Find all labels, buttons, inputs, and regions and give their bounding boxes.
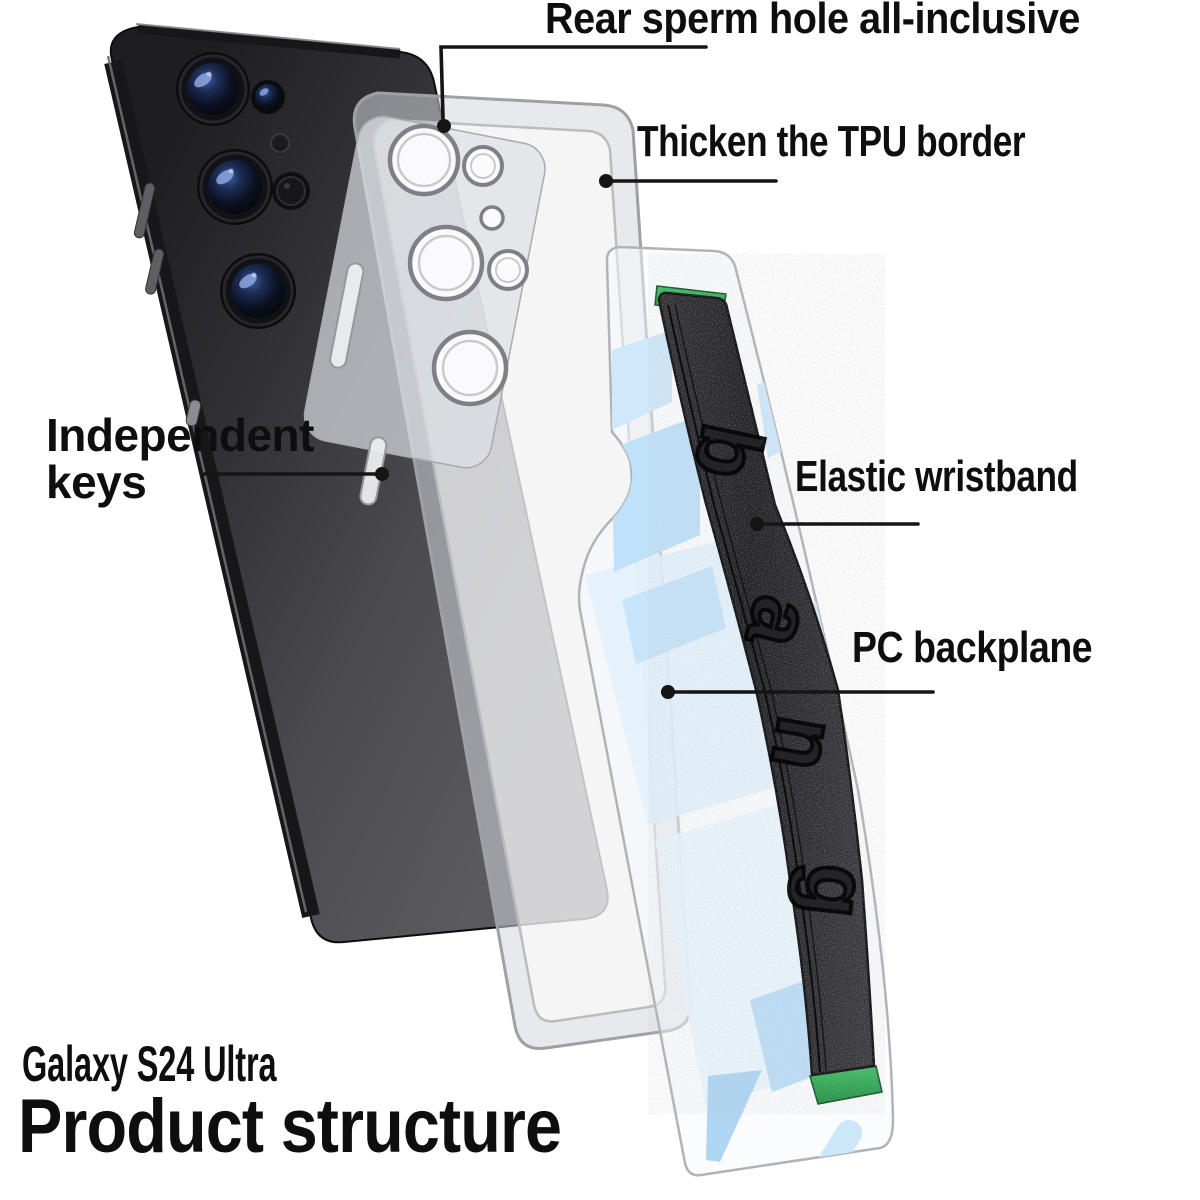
case-camera-ring-4 xyxy=(487,249,529,291)
callout-line-rear-camera-hole xyxy=(439,45,708,120)
product-model-text: Galaxy S24 Ultra xyxy=(22,1036,277,1092)
camera-lens-large-3 xyxy=(220,253,296,329)
camera-flash xyxy=(270,133,290,153)
page-title: Product structure xyxy=(18,1084,562,1169)
case-camera-ring-1 xyxy=(387,123,461,197)
callout-dot-tpu-border xyxy=(599,174,613,188)
case-volume-key xyxy=(329,262,365,369)
case-flash-ring xyxy=(479,205,505,231)
camera-lens-large-1 xyxy=(176,52,250,126)
strap-embossed-letter-4: g xyxy=(786,860,887,922)
callout-dot-rear-camera-hole xyxy=(437,119,451,133)
strap-embossed-letter-1: b xyxy=(675,416,780,487)
phone-left-edge-highlight xyxy=(106,55,308,913)
callout-label-tpu-border: Thicken the TPU border xyxy=(637,117,1026,166)
wrist-strap-render: b a n g xyxy=(654,285,889,1105)
callout-dot-pc-backplane xyxy=(661,685,675,699)
phone-top-frame xyxy=(137,24,401,59)
phone-side-key-1 xyxy=(133,182,156,239)
callout-label-rear-camera-hole: Rear sperm hole all-inclusive xyxy=(545,0,1080,43)
case-camera-ring-2 xyxy=(462,145,504,187)
case-camera-ring-3 xyxy=(407,224,485,302)
case-camera-ring-5 xyxy=(431,329,509,407)
callout-label-independent-keys: Independent keys xyxy=(46,409,314,508)
camera-lens-large-2 xyxy=(197,149,273,225)
camera-lens-small xyxy=(251,80,285,114)
phone-top-edge-highlight xyxy=(135,23,401,50)
callout-dot-independent-keys xyxy=(375,467,389,481)
callout-dot-elastic-wristband xyxy=(750,517,764,531)
callout-dots xyxy=(375,119,764,699)
callout-label-elastic-wristband: Elastic wristband xyxy=(795,452,1078,501)
camera-lens-medium-dark xyxy=(272,172,310,210)
phone-side-key-2 xyxy=(145,248,165,295)
phone-side-key-3 xyxy=(185,399,202,427)
tpu-case-render xyxy=(303,91,692,1051)
callout-lines xyxy=(202,45,935,694)
strap-stitch-line-2 xyxy=(674,303,827,1072)
strap-leather-texture xyxy=(659,293,874,1075)
callout-label-pc-backplane: PC backplane xyxy=(852,623,1093,672)
